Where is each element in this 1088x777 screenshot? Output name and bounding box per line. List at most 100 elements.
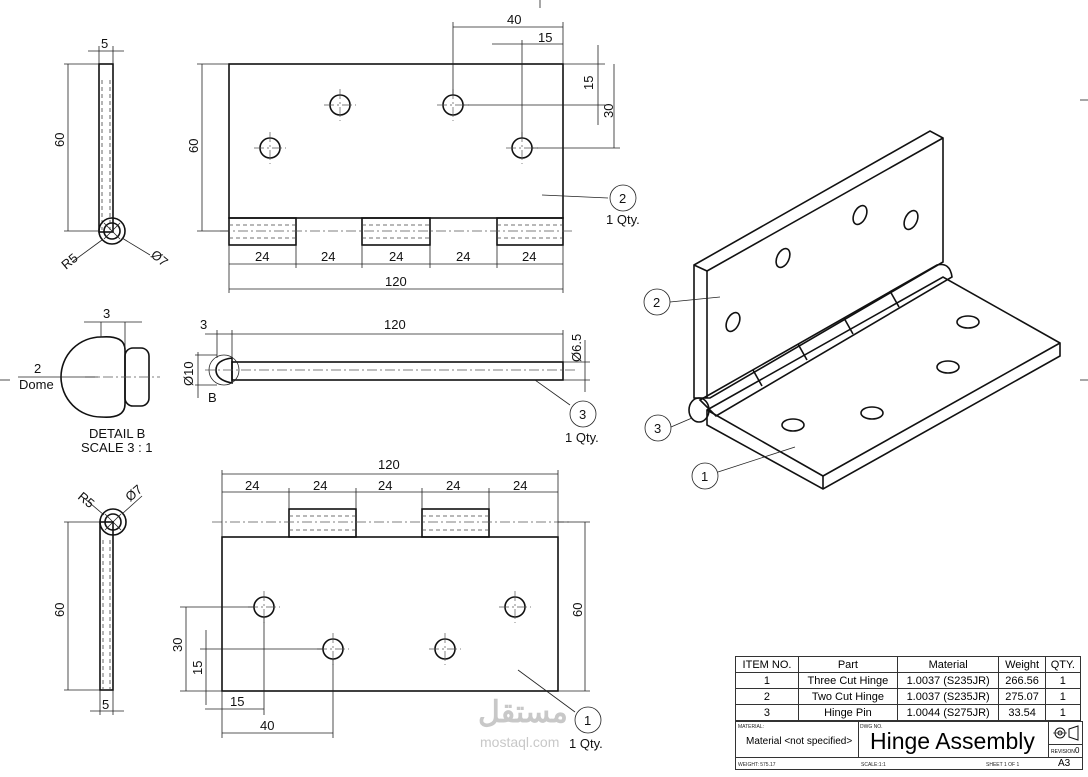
dim-knuckle: 24 bbox=[446, 478, 460, 493]
balloon-1-number: 1 bbox=[584, 713, 591, 728]
dim-knuckle: 24 bbox=[313, 478, 327, 493]
side-view-top: 5 60 R5 Ø7 bbox=[52, 36, 171, 272]
bom-header-row: ITEM NO. Part Material Weight QTY. bbox=[735, 656, 1082, 673]
dim-40: 40 bbox=[507, 12, 521, 27]
bom-cell: 1 bbox=[735, 672, 799, 689]
pin-dia: Ø6.5 bbox=[569, 334, 584, 362]
bom-cell: 275.07 bbox=[998, 688, 1046, 705]
weight-label: WEIGHT: 575.17 bbox=[738, 762, 776, 768]
balloon-2-number: 2 bbox=[619, 191, 626, 206]
bottom-pin-dia: Ø7 bbox=[122, 482, 145, 505]
pin-head-dia: Ø10 bbox=[181, 361, 196, 386]
table-row: 2 Two Cut Hinge 1.0037 (S235JR) 275.07 1 bbox=[735, 688, 1082, 705]
watermark-url: mostaql.com bbox=[480, 734, 560, 750]
table-row: 3 Hinge Pin 1.0044 (S275JR) 33.54 1 bbox=[735, 704, 1082, 721]
dim-overall: 120 bbox=[385, 274, 407, 289]
bom-cell: Two Cut Hinge bbox=[797, 688, 898, 705]
dim-knuckle: 24 bbox=[456, 249, 470, 264]
dim-pin-dia: Ø7 bbox=[148, 247, 171, 270]
bom-header: Weight bbox=[998, 656, 1046, 673]
title-block: MATERIAL: Material <not specified> DWG N… bbox=[735, 721, 1083, 770]
bom-header: Material bbox=[896, 656, 1000, 673]
balloon-3-number: 3 bbox=[579, 407, 586, 422]
detail-head-dim: 3 bbox=[103, 306, 110, 321]
balloon-2-qty: 1 Qty. bbox=[606, 212, 640, 227]
revision-cell: REVISION 0 bbox=[1049, 744, 1082, 757]
bom-header: Part bbox=[797, 656, 898, 673]
balloon-3-qty: 1 Qty. bbox=[565, 430, 599, 445]
dim-knuckle: 24 bbox=[513, 478, 527, 493]
bom-header: ITEM NO. bbox=[735, 656, 799, 673]
bom-header: QTY. bbox=[1044, 656, 1082, 673]
bom-cell: 33.54 bbox=[998, 704, 1046, 721]
sheet-size: A3 bbox=[1058, 758, 1071, 769]
drawing-title: Hinge Assembly bbox=[870, 728, 1035, 754]
hole bbox=[324, 89, 356, 121]
dim-knuckle: 24 bbox=[255, 249, 269, 264]
isometric-view: 2 3 1 bbox=[643, 130, 1061, 490]
bom-cell: 266.56 bbox=[998, 672, 1046, 689]
dim-width: 5 bbox=[101, 36, 108, 51]
iso-balloon-3: 3 bbox=[654, 421, 661, 436]
dim-30-side: 30 bbox=[601, 104, 616, 118]
title-block-footer: WEIGHT: 575.17 SCALE:1:1 SHEET 1 OF 1 A3 bbox=[736, 757, 1082, 770]
bottom-radius: R5 bbox=[75, 489, 97, 511]
dim-knuckle: 24 bbox=[389, 249, 403, 264]
iso-balloon-2: 2 bbox=[653, 295, 660, 310]
side-view-bottom: R5 Ø7 60 5 bbox=[52, 482, 145, 715]
sheet-label: SHEET 1 OF 1 bbox=[986, 762, 1020, 768]
dim-height: 60 bbox=[52, 133, 67, 147]
dwg-cell: DWG NO. Hinge Assembly bbox=[858, 722, 1049, 757]
pin-view: 3 120 Ø10 Ø6.5 B 3 1 Qty. bbox=[181, 317, 599, 445]
dim-knuckle: 24 bbox=[522, 249, 536, 264]
bom-cell: 1 bbox=[1044, 704, 1082, 721]
dim-knuckle: 24 bbox=[245, 478, 259, 493]
bottom-15v: 15 bbox=[190, 661, 205, 675]
bom-cell: 1.0044 (S275JR) bbox=[896, 704, 1000, 721]
detail-scale: SCALE 3 : 1 bbox=[81, 440, 153, 455]
detail-b: 3 2 Dome DETAIL B SCALE 3 : 1 bbox=[18, 306, 160, 455]
bom-cell: Three Cut Hinge bbox=[797, 672, 898, 689]
front-view-bottom: 120 24 24 24 24 24 60 30 15 15 40 1 bbox=[170, 457, 603, 751]
pin-length-dim: 120 bbox=[384, 317, 406, 332]
bottom-30: 30 bbox=[170, 638, 185, 652]
bill-of-materials: ITEM NO. Part Material Weight QTY. 1 Thr… bbox=[735, 656, 1082, 721]
bom-cell: 1.0037 (S235JR) bbox=[896, 688, 1000, 705]
dim-knuckle: 24 bbox=[378, 478, 392, 493]
table-row: 1 Three Cut Hinge 1.0037 (S235JR) 266.56… bbox=[735, 672, 1082, 689]
iso-balloon-1: 1 bbox=[701, 469, 708, 484]
bottom-left-height: 60 bbox=[52, 603, 67, 617]
detail-dome-label: Dome bbox=[19, 377, 54, 392]
detail-title: DETAIL B bbox=[89, 426, 145, 441]
bom-cell: Hinge Pin bbox=[797, 704, 898, 721]
revision-label: REVISION bbox=[1051, 749, 1075, 755]
bom-cell: 1 bbox=[1044, 672, 1082, 689]
bottom-overall: 120 bbox=[378, 457, 400, 472]
hole bbox=[499, 591, 531, 623]
pin-head-dim: 3 bbox=[200, 317, 207, 332]
revision-value: 0 bbox=[1075, 746, 1080, 755]
detail-dome-dim: 2 bbox=[34, 361, 41, 376]
scale-label: SCALE:1:1 bbox=[861, 762, 886, 768]
bottom-front-height: 60 bbox=[570, 603, 585, 617]
watermark-logo: مستقل bbox=[478, 696, 568, 729]
dim-front-height: 60 bbox=[186, 139, 201, 153]
bom-cell: 1.0037 (S235JR) bbox=[896, 672, 1000, 689]
hole bbox=[254, 132, 286, 164]
hole bbox=[429, 633, 461, 665]
material-cell: MATERIAL: Material <not specified> bbox=[736, 722, 859, 757]
dim-15-side: 15 bbox=[581, 76, 596, 90]
dim-knuckle: 24 bbox=[321, 249, 335, 264]
bottom-15h: 15 bbox=[230, 694, 244, 709]
bom-cell: 3 bbox=[735, 704, 799, 721]
balloon-1-qty: 1 Qty. bbox=[569, 736, 603, 751]
front-view-top: 60 40 15 15 30 24 24 24 24 24 120 2 bbox=[186, 12, 640, 293]
dim-15-top: 15 bbox=[538, 30, 552, 45]
detail-callout-letter: B bbox=[208, 390, 217, 405]
bottom-40: 40 bbox=[260, 718, 274, 733]
material-label: MATERIAL: bbox=[738, 724, 765, 730]
dim-radius: R5 bbox=[58, 250, 80, 272]
bom-cell: 2 bbox=[735, 688, 799, 705]
